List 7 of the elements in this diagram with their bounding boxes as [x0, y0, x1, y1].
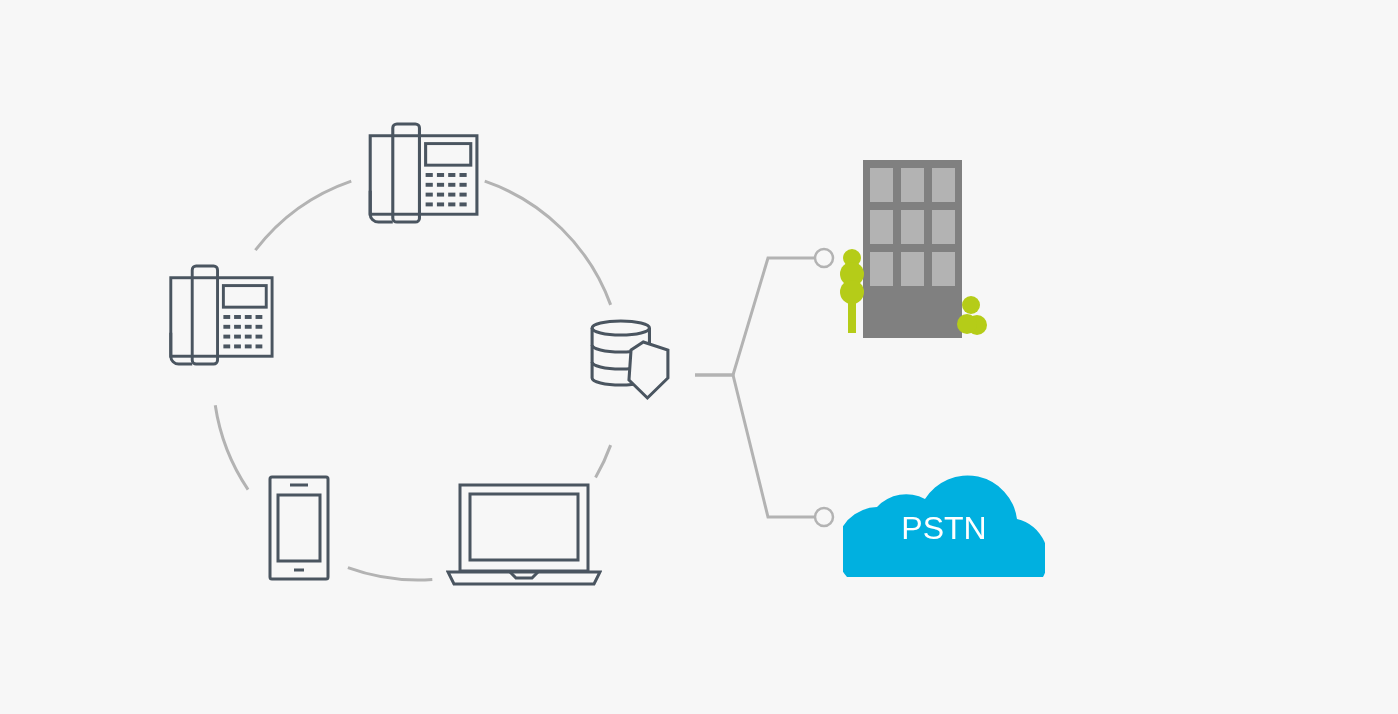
ring-connector — [347, 566, 433, 582]
ring-connector — [484, 179, 612, 306]
ring-connector — [254, 179, 352, 252]
ring-connector — [594, 444, 613, 479]
connector-line — [695, 373, 835, 528]
network-label: PSTN — [900, 508, 988, 548]
ring-connector — [213, 405, 250, 491]
